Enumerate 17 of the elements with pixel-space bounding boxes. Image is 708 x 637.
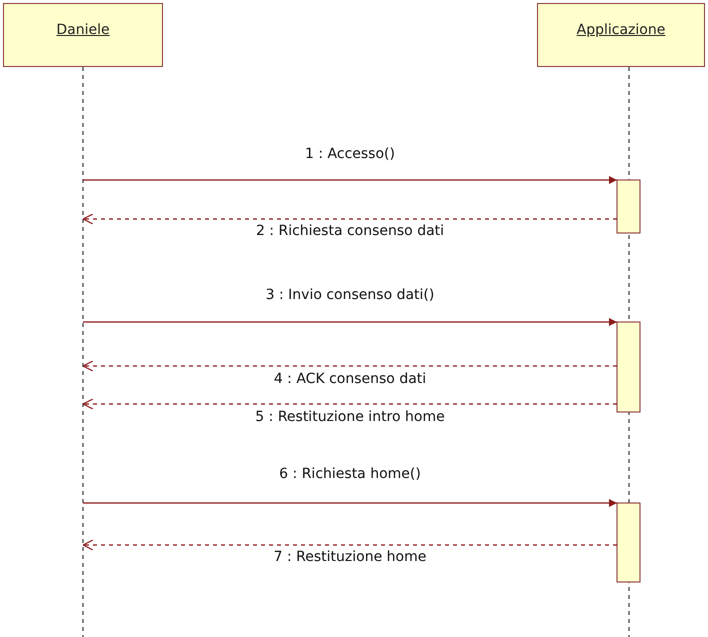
activation-bar [616, 322, 640, 412]
message-arrow [83, 318, 617, 326]
message-label: 6 : Richiesta home() [277, 466, 423, 482]
activation-bar [616, 180, 640, 234]
activation-bar [616, 502, 640, 582]
lifeline-head [3, 3, 163, 67]
participant-name: Applicazione [576, 22, 666, 38]
message-arrow [83, 176, 617, 184]
return-message-arrow [82, 360, 617, 372]
return-message-arrow [82, 539, 617, 551]
participant-name: Daniele [55, 22, 111, 38]
lifeline [82, 66, 84, 637]
return-message-arrow [82, 213, 617, 225]
return-message-arrow [82, 398, 617, 410]
lifeline-head [537, 3, 705, 67]
message-label: 3 : Invio consenso dati() [264, 287, 436, 303]
message-arrow [83, 499, 617, 507]
